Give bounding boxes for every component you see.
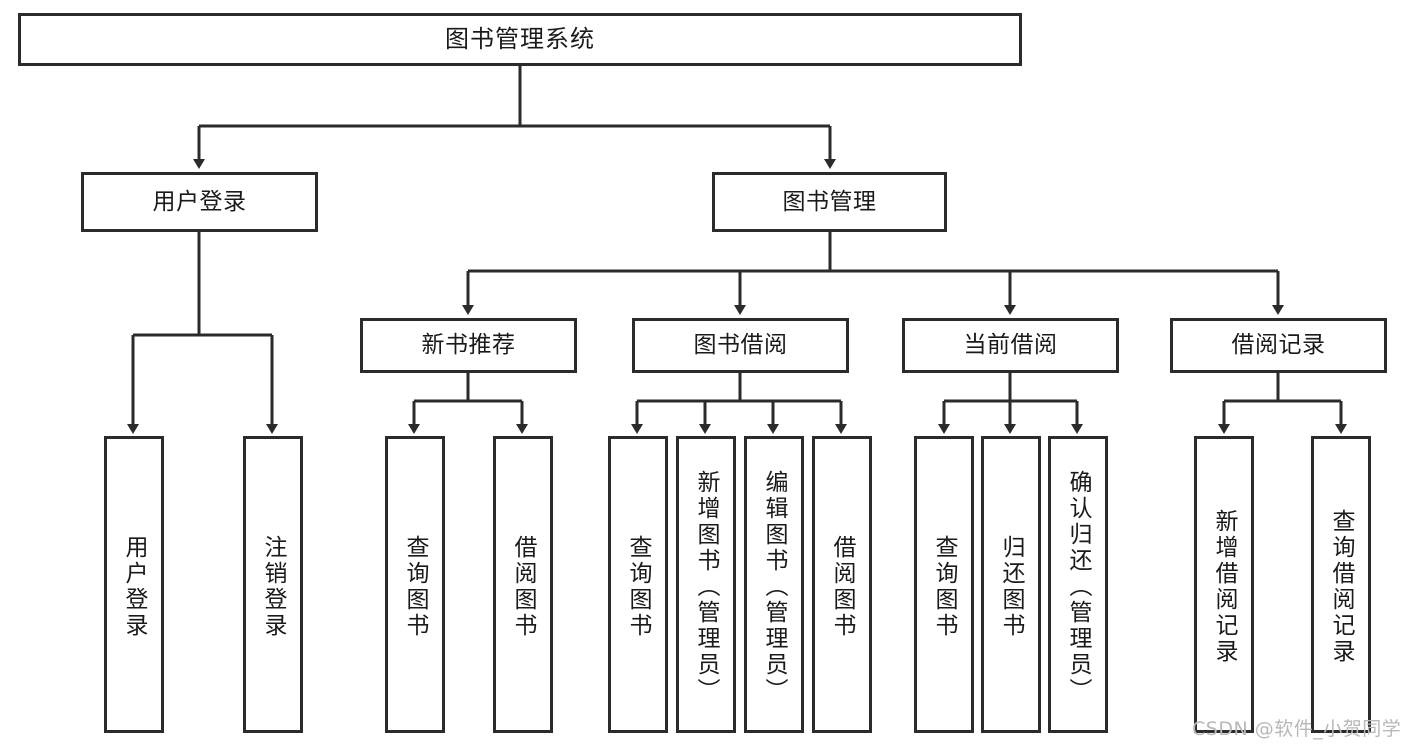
csdn-watermark: CSDN @软件_小贺同学 bbox=[1192, 718, 1402, 740]
node-borrow-record-label: 借阅记录 bbox=[1231, 332, 1326, 359]
leaf-book-borrow-edit[interactable]: 编辑图书（管理员） bbox=[744, 436, 804, 733]
leaf-label: 查询图书 bbox=[625, 534, 652, 639]
node-book-management-label: 图书管理 bbox=[782, 188, 877, 215]
leaf-label: 编辑图书（管理员） bbox=[761, 469, 788, 704]
node-current-borrow-label: 当前借阅 bbox=[963, 332, 1058, 359]
leaf-label: 查询图书 bbox=[402, 534, 429, 639]
leaf-new-book-borrow[interactable]: 借阅图书 bbox=[493, 436, 553, 733]
node-new-book-recommend[interactable]: 新书推荐 bbox=[360, 318, 577, 373]
leaf-borrow-record-query[interactable]: 查询借阅记录 bbox=[1311, 436, 1371, 733]
node-root-system[interactable]: 图书管理系统 bbox=[18, 13, 1022, 66]
leaf-book-borrow-query[interactable]: 查询图书 bbox=[608, 436, 668, 733]
node-book-borrow[interactable]: 图书借阅 bbox=[632, 318, 849, 373]
leaf-label: 确认归还（管理员） bbox=[1065, 469, 1092, 704]
leaf-label: 查询借阅记录 bbox=[1328, 508, 1355, 665]
leaf-user-login-signin[interactable]: 用户登录 bbox=[104, 436, 164, 733]
node-new-book-recommend-label: 新书推荐 bbox=[421, 332, 516, 359]
node-current-borrow[interactable]: 当前借阅 bbox=[902, 318, 1119, 373]
leaf-label: 归还图书 bbox=[998, 534, 1025, 639]
leaf-label: 查询图书 bbox=[931, 534, 958, 639]
node-user-login-label: 用户登录 bbox=[152, 188, 247, 215]
node-borrow-record[interactable]: 借阅记录 bbox=[1170, 318, 1387, 373]
node-book-management[interactable]: 图书管理 bbox=[712, 172, 947, 232]
leaf-new-book-query[interactable]: 查询图书 bbox=[385, 436, 445, 733]
leaf-current-borrow-query[interactable]: 查询图书 bbox=[914, 436, 974, 733]
leaf-current-borrow-confirm[interactable]: 确认归还（管理员） bbox=[1048, 436, 1108, 733]
node-user-login[interactable]: 用户登录 bbox=[81, 172, 318, 232]
leaf-label: 新增借阅记录 bbox=[1211, 508, 1238, 665]
leaf-book-borrow-add[interactable]: 新增图书（管理员） bbox=[676, 436, 736, 733]
leaf-borrow-record-add[interactable]: 新增借阅记录 bbox=[1194, 436, 1254, 733]
leaf-label: 借阅图书 bbox=[510, 534, 537, 639]
leaf-book-borrow-lend[interactable]: 借阅图书 bbox=[812, 436, 872, 733]
leaf-current-borrow-return[interactable]: 归还图书 bbox=[981, 436, 1041, 733]
leaf-label: 注销登录 bbox=[260, 534, 287, 639]
leaf-label: 用户登录 bbox=[121, 534, 148, 639]
leaf-label: 新增图书（管理员） bbox=[693, 469, 720, 704]
node-root-label: 图书管理系统 bbox=[445, 24, 595, 53]
node-book-borrow-label: 图书借阅 bbox=[693, 332, 788, 359]
leaf-user-login-signout[interactable]: 注销登录 bbox=[243, 436, 303, 733]
leaf-label: 借阅图书 bbox=[829, 534, 856, 639]
